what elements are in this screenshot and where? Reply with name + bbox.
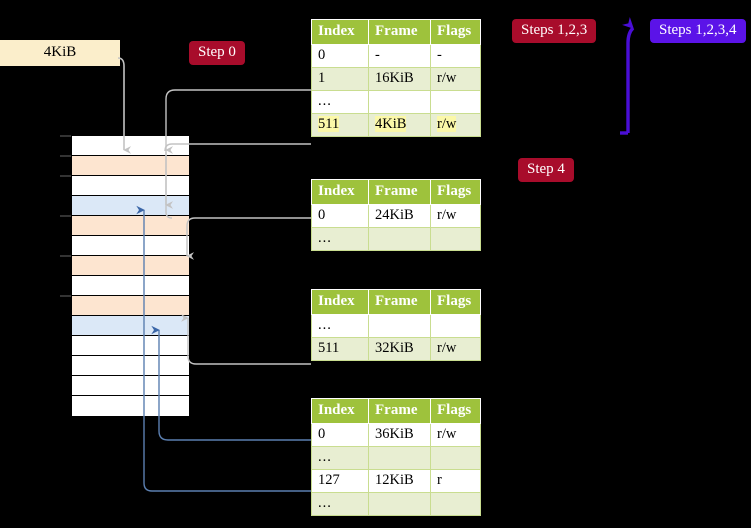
table-header-row: Index Frame Flags	[311, 19, 481, 45]
column-header-index: Index	[311, 289, 369, 315]
pt-table: Index Frame Flags 0 36KiB r/w ... 127 12…	[311, 398, 481, 516]
column-header-index: Index	[311, 19, 369, 45]
table-row: 511 32KiB r/w	[311, 337, 481, 361]
cell-flags	[430, 492, 481, 516]
cell-frame: 12KiB	[368, 469, 431, 493]
table-header-row: Index Frame Flags	[311, 398, 481, 424]
connector-pdpt-to-memory	[186, 217, 311, 260]
step-0-label: Step 0	[189, 41, 245, 65]
cell-frame: -	[368, 44, 431, 68]
cell-frame: 36KiB	[368, 423, 431, 447]
memory-frame-row	[72, 176, 189, 196]
steps-123-label: Steps 1,2,3	[512, 19, 597, 43]
cell-flags	[430, 314, 481, 338]
cell-flags: r/w	[437, 116, 457, 132]
cell-flags	[430, 227, 481, 251]
table-row: ...	[311, 492, 481, 516]
column-header-frame: Frame	[368, 179, 431, 205]
column-header-frame: Frame	[368, 289, 431, 315]
cell-flags: r	[430, 469, 481, 493]
cell-index: 0	[311, 204, 369, 228]
memory-frame-row	[72, 136, 189, 156]
memory-frame-row	[72, 376, 189, 396]
cell-frame	[368, 492, 431, 516]
column-header-frame: Frame	[368, 19, 431, 45]
cell-index: 0	[311, 423, 369, 447]
memory-frame-row	[72, 396, 189, 416]
cell-frame	[368, 446, 431, 470]
cell-flags: r/w	[430, 423, 481, 447]
table-row: ...	[311, 227, 481, 251]
pml4-table: Index Frame Flags 0 - - 1 16KiB r/w ...	[311, 19, 481, 137]
cell-frame	[368, 314, 431, 338]
memory-frame-row	[72, 276, 189, 296]
table-row: ...	[311, 90, 481, 114]
cell-flags: r/w	[430, 204, 481, 228]
column-header-index: Index	[311, 179, 369, 205]
memory-frame-row	[72, 256, 189, 276]
column-header-flags: Flags	[430, 398, 481, 424]
memory-frame-row	[72, 156, 189, 176]
cell-index: 0	[311, 44, 369, 68]
memory-frame-row	[72, 236, 189, 256]
table-row: 0 36KiB r/w	[311, 423, 481, 447]
memory-frame-row	[72, 296, 189, 316]
table-row: 0 - -	[311, 44, 481, 68]
cell-frame: 32KiB	[368, 337, 431, 361]
cell-index: ...	[311, 90, 369, 114]
cell-index: ...	[311, 446, 369, 470]
cell-flags: -	[430, 44, 481, 68]
column-header-flags: Flags	[430, 289, 481, 315]
table-row: 0 24KiB r/w	[311, 204, 481, 228]
cell-frame: 4KiB	[375, 116, 407, 132]
cell-index: 511	[318, 116, 340, 132]
cell-flags: r/w	[430, 67, 481, 91]
table-row: 1 16KiB r/w	[311, 67, 481, 91]
connector-pd-to-memory	[181, 314, 311, 365]
cell-index: ...	[311, 227, 369, 251]
cell-frame: 16KiB	[368, 67, 431, 91]
steps-loop-arrow	[622, 17, 635, 133]
pd-table: Index Frame Flags ... 511 32KiB r/w	[311, 289, 481, 361]
column-header-flags: Flags	[430, 19, 481, 45]
step-4-label: Step 4	[518, 158, 574, 182]
cell-flags	[430, 446, 481, 470]
cell-index: ...	[311, 492, 369, 516]
cell-index: 1	[311, 67, 369, 91]
cell-index: 511	[311, 337, 369, 361]
memory-frame-row	[72, 316, 189, 336]
cell-index: 127	[311, 469, 369, 493]
table-header-row: Index Frame Flags	[311, 289, 481, 315]
pdpt-table: Index Frame Flags 0 24KiB r/w ...	[311, 179, 481, 251]
column-header-frame: Frame	[368, 398, 431, 424]
cell-flags: r/w	[430, 337, 481, 361]
cell-frame	[368, 227, 431, 251]
steps-1234-label: Steps 1,2,3,4	[650, 19, 746, 43]
table-row: ...	[311, 314, 481, 338]
table-row: ...	[311, 446, 481, 470]
cell-frame	[368, 90, 431, 114]
cell-index: ...	[311, 314, 369, 338]
table-row: 127 12KiB r	[311, 469, 481, 493]
table-row-highlighted: 511 4KiB r/w	[311, 113, 481, 137]
column-header-index: Index	[311, 398, 369, 424]
column-header-flags: Flags	[430, 179, 481, 205]
cell-frame: 24KiB	[368, 204, 431, 228]
memory-frame-row	[72, 336, 189, 356]
memory-frame-row	[72, 196, 189, 216]
physical-memory-column	[71, 135, 190, 416]
memory-frame-row	[72, 356, 189, 376]
memory-tick-marks	[60, 135, 71, 297]
table-header-row: Index Frame Flags	[311, 179, 481, 205]
memory-frame-row	[72, 216, 189, 236]
frame-size-label: 4KiB	[0, 40, 120, 66]
cell-flags	[430, 90, 481, 114]
